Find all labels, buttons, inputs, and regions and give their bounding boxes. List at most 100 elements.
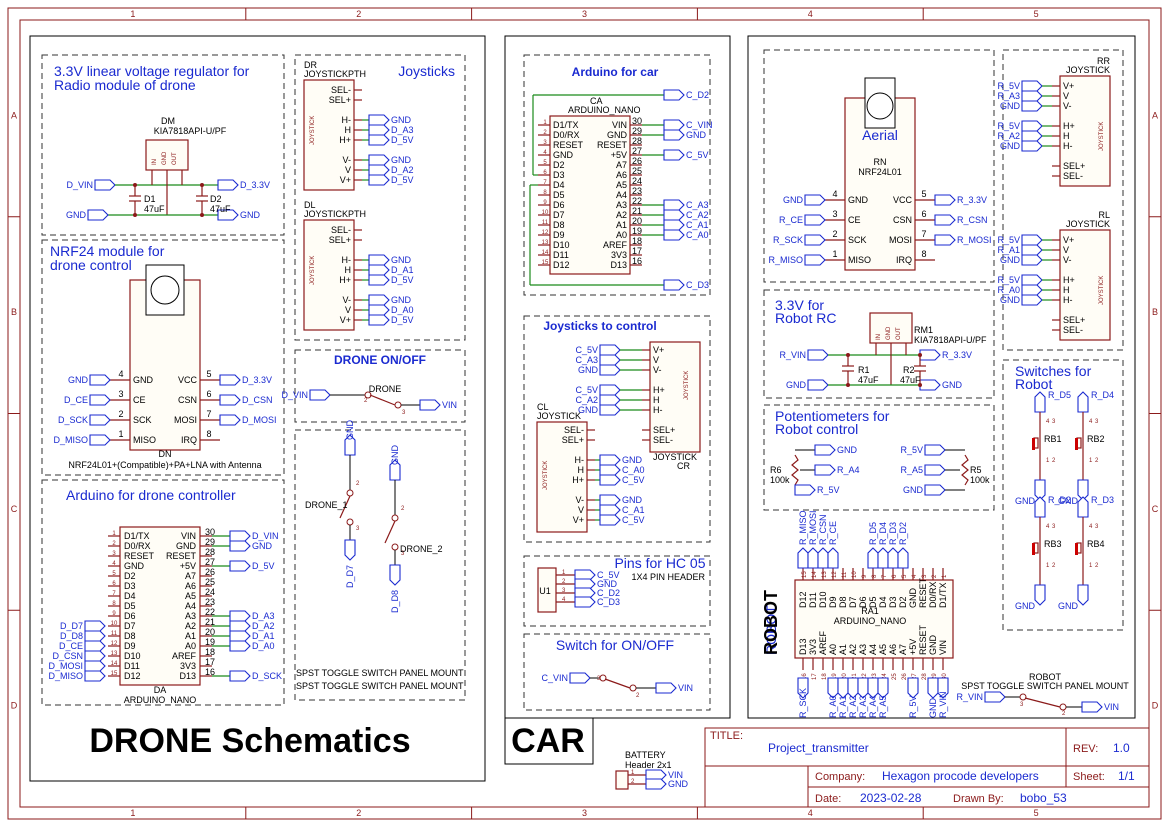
robot-arduino-pin-num: 29 (932, 673, 938, 680)
drone-nrf-pin-name: CSN (178, 395, 197, 405)
robot-arduino-net-label: R_A5 (878, 695, 888, 718)
drone-vin-flag (94, 179, 116, 191)
tb-title-label: TITLE: (710, 730, 743, 742)
car-arduino-pin-num: 14 (542, 250, 549, 256)
drone-arduino-pin-num: 14 (111, 661, 118, 667)
row-marker-left: D (11, 701, 18, 711)
car-cl-net (599, 504, 621, 516)
car-cr-net (599, 404, 621, 416)
robot-arduino-net-label: R_D3 (888, 522, 898, 545)
button-pin: 3 (1052, 524, 1056, 530)
robot-rb3-bot (1034, 584, 1046, 606)
robot-3v3-flag-label: R_3.3V (942, 350, 972, 360)
car-cr-pin: H (653, 395, 660, 405)
robot-c2-ref: R2 (903, 365, 915, 375)
car-arduino-pin-name: D2 (553, 160, 565, 170)
drone-dl-pin: V (345, 305, 351, 315)
robot-rr-pin: V- (1063, 101, 1072, 111)
car-arduino-pin-name: D7 (553, 210, 565, 220)
robot-r6-val: 100k (770, 475, 790, 485)
robot-arduino-pin-name: D3 (888, 596, 898, 608)
car-onoff-net-left (569, 672, 591, 684)
car-cr-pin: H+ (653, 385, 665, 395)
drone-arduino-pin-name: A6 (185, 581, 196, 591)
robot-nrf-pin-num: 3 (832, 209, 837, 219)
car-arduino-pin-name: D10 (553, 240, 570, 250)
robot-c1-val: 47uF (858, 375, 879, 385)
robot-nrf-pin-num: 6 (921, 209, 926, 219)
drone-nrf-pin-name: CE (133, 395, 146, 405)
robot-nrf-net-label: R_SCK (773, 235, 803, 245)
robot-rl-body (1059, 229, 1111, 341)
drone-arduino-part: ARDUINO_NANO (124, 695, 197, 705)
car-arduino-pin-name: D8 (553, 220, 565, 230)
robot-rl-pin: V+ (1063, 235, 1074, 245)
car-cr-net (599, 354, 621, 366)
drone-arduino-pin-name: D0/RX (124, 541, 151, 551)
switch-lever (604, 678, 631, 689)
drone-dl-net-label: D_5V (391, 315, 414, 325)
drone-nrf-part: NRF24L01+(Compatible)+PA+LNA with Antenn… (68, 460, 261, 470)
robot-arduino-part: ARDUINO_NANO (834, 616, 907, 626)
robot-arduino-net (817, 547, 829, 569)
car-arduino-pin-name: A7 (616, 160, 627, 170)
drone-arduino-pin-name: D9 (124, 641, 136, 651)
robot-arduino-net-label: R_SCK (798, 688, 808, 718)
robot-onoff-net-left-label: R_VIN (956, 692, 983, 702)
robot-arduino-pin-name: D6 (858, 596, 868, 608)
drone-arduino-net (84, 640, 106, 652)
button-icon (1075, 438, 1078, 450)
drone-arduino-net-label: D_A0 (252, 641, 275, 651)
car-arduino-pin-name: A5 (616, 180, 627, 190)
car-hc05-pin-num: 3 (562, 588, 566, 594)
drone-arduino-pin-name: VIN (181, 531, 196, 541)
robot-rl-net-label: R_A0 (997, 285, 1020, 295)
car-arduino-pin-num: 5 (543, 160, 547, 166)
car-hc05-part: 1X4 PIN HEADER (631, 572, 705, 582)
car-cl-pin: V (578, 505, 584, 515)
switch-pin-num: 3 (356, 526, 360, 532)
car-onoff-box (523, 633, 711, 711)
robot-arduino-pin-num: 26 (902, 673, 908, 680)
drone-arduino-pin-num: 22 (205, 607, 215, 617)
antenna-knob-icon (150, 275, 180, 305)
robot-arduino-pin-num: 13 (822, 571, 828, 578)
robot-r6-net (814, 444, 836, 456)
robot-arduino-net-label: R_VIN (938, 691, 948, 718)
drone-dr-net-label: GND (391, 115, 412, 125)
battery-net (645, 778, 667, 790)
switch-contact (1059, 703, 1067, 711)
drone-dl-net-label: D_A0 (391, 305, 414, 315)
drone-arduino-pin-num: 29 (205, 537, 215, 547)
drone-onoff-net-left (309, 389, 331, 401)
robot-rb4-top (1077, 496, 1089, 518)
drone-dr-net-label: D_5V (391, 175, 414, 185)
car-cr-pin: SEL+ (653, 425, 675, 435)
robot-gnd-flag-right (919, 379, 941, 391)
robot-rl-net-label: R_5V (997, 275, 1020, 285)
robot-rr-pin: H (1063, 131, 1070, 141)
switch-contact (346, 518, 354, 526)
robot-rl-ref: RL (1098, 210, 1110, 220)
robot-pot-box (763, 404, 995, 511)
robot-rr-pin: V (1063, 91, 1069, 101)
tb-drawn: bobo_53 (1020, 791, 1067, 805)
drone-dl-pin: H (345, 265, 352, 275)
robot-rl-net (1021, 284, 1043, 296)
robot-arduino-pin-num: 16 (802, 673, 808, 680)
drone-nrf-net (89, 394, 111, 406)
car-cr-part: JOYSTICK (653, 452, 697, 462)
robot-rr-pin: SEL+ (1063, 161, 1085, 171)
robot-arduino-net (897, 547, 909, 569)
robot-rb2-top-label: R_D4 (1091, 390, 1114, 400)
robot-arduino-net (937, 677, 949, 699)
drone-reg-pin: OUT (172, 152, 178, 165)
robot-arduino-pin-name: D13 (798, 638, 808, 655)
car-cl-pin: V- (575, 495, 584, 505)
car-cl-ref: CL (537, 402, 549, 412)
robot-reg-pin: GND (886, 326, 892, 340)
robot-pot-title-2: Robot control (775, 421, 858, 437)
drone-arduino-pin-num: 3 (112, 551, 116, 557)
row-marker-right: B (1152, 307, 1158, 317)
car-arduino-pin-name: A6 (616, 170, 627, 180)
